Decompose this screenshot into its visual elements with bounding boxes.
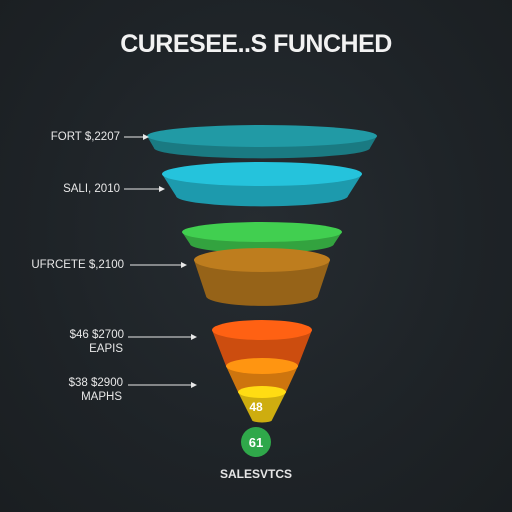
stage-5-label: $46 $2700 [69, 329, 124, 341]
funnel-stage-top [238, 386, 286, 398]
chart-footer: SALESVTCS [219, 467, 292, 481]
funnel-stage-top [212, 320, 312, 340]
funnel-stage-7 [238, 386, 286, 423]
funnel-stage-body [194, 260, 330, 306]
funnel-stage-top [147, 125, 377, 147]
funnel-stage-2 [162, 162, 362, 207]
stage-7-value: 48 [249, 400, 263, 414]
stage-6-sublabel: MAPHS [81, 391, 122, 403]
funnel-stage-4 [194, 248, 330, 306]
stage-6-label: $38 $2900 [68, 377, 123, 389]
funnel-stage-1 [147, 125, 377, 159]
funnel-stage-top [182, 222, 342, 242]
stage-8-circle [241, 427, 271, 457]
stage-2-label: SALI, 2010 [63, 183, 120, 195]
stage-8-value: 61 [249, 435, 263, 450]
stage-5-sublabel: EAPIS [89, 343, 123, 355]
funnel-stage-top [226, 358, 298, 374]
funnel-stage-body [238, 392, 286, 423]
stage-4-label: UFRCETE $,2100 [31, 259, 124, 271]
funnel-stage-top [162, 162, 362, 186]
funnel-stage-top [194, 248, 330, 272]
stage-1-label: FORT $,2207 [50, 131, 120, 143]
chart-title: CURESEE..S FUNCHED [120, 30, 392, 58]
funnel-stage-3 [182, 222, 342, 253]
